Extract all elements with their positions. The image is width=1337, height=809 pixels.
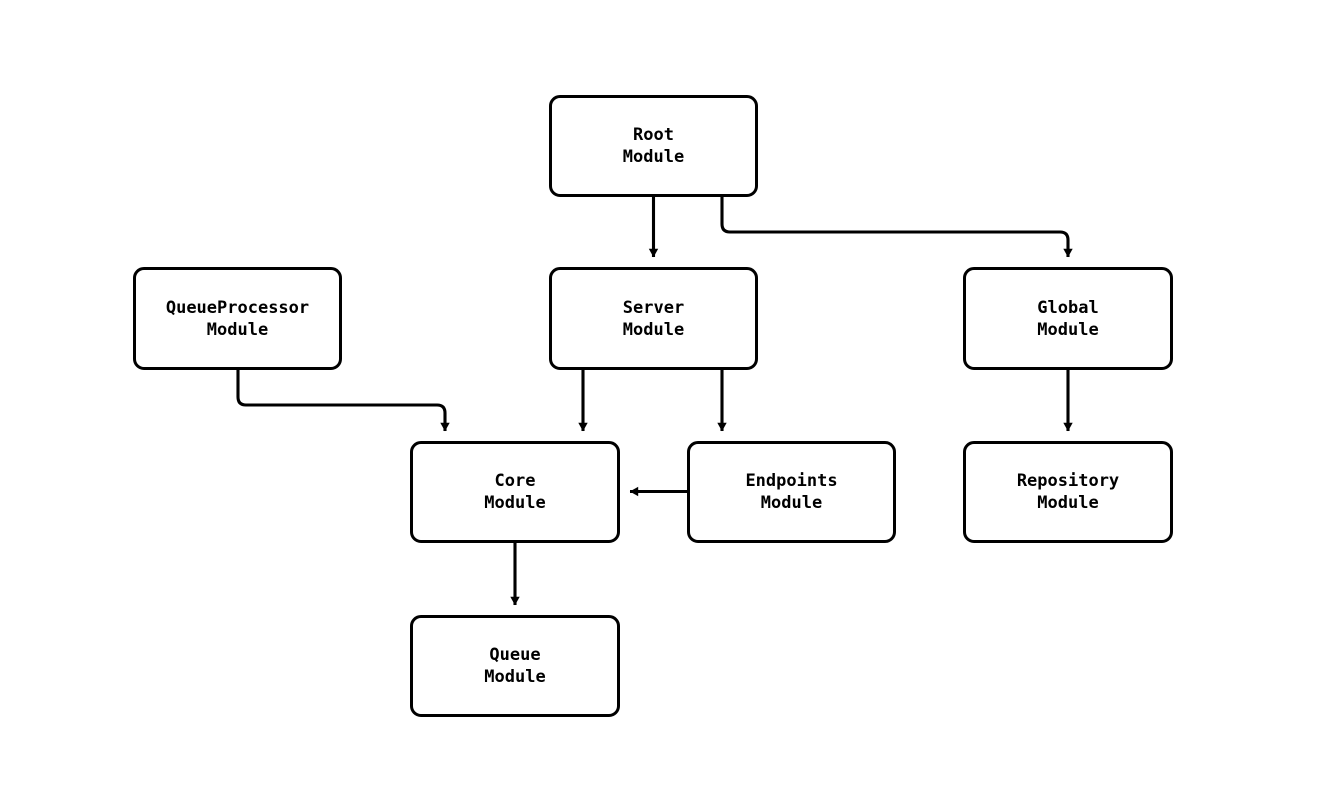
node-global-module-label-line2: Module xyxy=(1037,319,1099,340)
node-endpoints-module-label-line2: Module xyxy=(760,493,823,513)
node-endpoints-module-label-line1: Endpoints xyxy=(745,471,838,491)
node-core-module-label-line2: Module xyxy=(484,493,546,513)
node-queueprocessor-module[interactable]: QueueProcessor Module xyxy=(133,267,342,370)
node-root-module-label-line1: Root xyxy=(633,125,674,145)
node-server-module-label-line2: Module xyxy=(622,319,685,340)
node-root-module-label-line2: Module xyxy=(622,147,685,167)
node-repository-module[interactable]: Repository Module xyxy=(963,441,1173,543)
node-global-module[interactable]: Global Module xyxy=(963,267,1173,370)
node-queue-module[interactable]: Queue Module xyxy=(410,615,620,717)
edge-queueprocessor-to-core xyxy=(236,370,450,432)
node-repository-module-label-line1: Repository xyxy=(1016,471,1120,491)
node-repository-module-label-line2: Module xyxy=(1037,493,1099,513)
node-core-module-label-line1: Core xyxy=(494,471,536,491)
node-queueprocessor-module-label-line1: QueueProcessor xyxy=(165,297,310,318)
node-endpoints-module[interactable]: Endpoints Module xyxy=(687,441,896,543)
node-server-module-label-line1: Server xyxy=(622,297,685,318)
edge-root-to-global xyxy=(720,197,1073,258)
node-global-module-label-line1: Global xyxy=(1037,297,1099,318)
node-core-module[interactable]: Core Module xyxy=(410,441,620,543)
node-queue-module-label-line1: Queue xyxy=(489,645,541,665)
node-server-module[interactable]: Server Module xyxy=(549,267,758,370)
node-queueprocessor-module-label-line2: Module xyxy=(206,319,269,340)
node-queue-module-label-line2: Module xyxy=(484,667,546,687)
node-root-module[interactable]: Root Module xyxy=(549,95,758,197)
